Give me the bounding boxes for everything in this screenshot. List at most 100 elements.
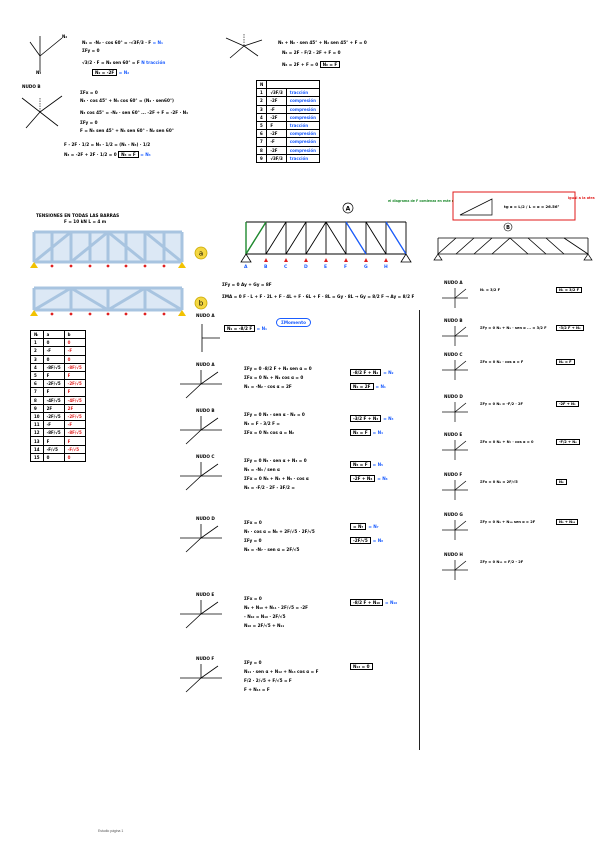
mid-node-line: F/2 · 2/√5 + F/√5 = F (244, 678, 292, 683)
node-b-label: NUDO B (22, 84, 41, 89)
label-A: A (346, 206, 351, 213)
mid-node-result: = N₇= N₇ (350, 523, 379, 530)
b2: N₃ · cos 45° + N₄ cos 60° = (N₂ · sen60°… (80, 98, 174, 103)
table-left-cell: 2F (42, 403, 65, 413)
mid-node-diagram-member (185, 429, 202, 445)
right-node-eq: ΣFy = 0 N₅ = -F/2 · 2F (480, 402, 523, 407)
table-left-cell: -2F/√5 (63, 379, 86, 389)
right-node-eq: ΣFy = 0 N₉ + N₁₀ sen α = 2F (480, 520, 535, 525)
table-top-cell: tracción (285, 120, 320, 131)
node-label-2: C (284, 264, 288, 270)
mid-node-line-text: ΣFy = 0 (244, 538, 262, 543)
table-left-cell: -4F/√5 (63, 395, 86, 405)
mid-node-line-text: ΣFy = 0 N₅ · sen α + N₃ = 0 (244, 458, 307, 463)
right-node-label: NUDO G (444, 512, 463, 517)
angle-formula: tg α = L/2 / L = α = 26.56° (504, 204, 559, 209)
r1: N₅ + N₆ · sen 45° + N₂ sen 45° + F = 0 (278, 40, 367, 45)
node-label-6: G (364, 264, 368, 270)
mid-node-line-text: ΣFx = 0 (244, 596, 262, 601)
mid-node-result-tag: = N₄ (372, 430, 383, 435)
mid-node-line: ΣFy = 0 (244, 538, 262, 543)
mid-node-result: N₅ = F= N₅ (350, 461, 383, 468)
circled-note: ΣMomento (276, 318, 311, 328)
label-B: B (506, 225, 510, 231)
mid-node-line: N₁ = -N₂ · cos α = 2F (244, 384, 292, 389)
mid-node-diagram-member (185, 613, 202, 629)
right-node-result-box: N₄ = F (556, 359, 575, 365)
reaction-1: ΣFy = 0 Ay + Gy = 8F (222, 282, 272, 287)
mid-node-diagram-member (200, 601, 219, 615)
mid-node-result: N₁ = 2F= N₁ (350, 383, 386, 390)
mid-node-line: N₅ = -N₃ / sen α (244, 467, 280, 472)
table-left-cell: 0 (42, 452, 65, 463)
mid-node-line: N₆ = -F/2 · 2F - 3F/2 = (244, 485, 295, 490)
right-node-diagram-member (454, 326, 467, 337)
right-node-diagram-member (454, 480, 467, 491)
right-node-diagram (442, 288, 468, 308)
mid-node-result-tag: = N₇ (368, 524, 379, 529)
mid-node-result-box: = N₇ (350, 523, 367, 530)
mid-node-line: ΣFx = 0 (244, 520, 262, 525)
mid-node-line-text: ΣFx = 0 N₁ + N₂ cos α = 0 (244, 375, 304, 380)
table-top-cell: -F (266, 137, 287, 147)
mid-node-line: N₁₀ = 2F/√5 + N₁₁ (244, 623, 284, 628)
table-left-header-cell: b (63, 329, 86, 340)
table-left-cell: 1 (30, 338, 44, 348)
table-top-cell: compresión (285, 104, 320, 114)
table-left-cell: F (42, 370, 65, 381)
node-label-4: E (324, 264, 327, 270)
mid-node-diagram (180, 664, 222, 693)
table-left-cell: F (63, 387, 86, 397)
table-top-cell: 6 (255, 129, 268, 139)
mid-node-diagram (180, 600, 222, 629)
table-left-cell: -2F/√5 (42, 379, 65, 389)
right-node-eq-text: ΣFx = 0 N₄ · cos α = F (480, 360, 524, 364)
mid-node-diagram (180, 370, 222, 399)
table-left-cell: 9 (30, 403, 44, 413)
mid-node-label: NUDO C (196, 454, 215, 459)
right-node-diagram (442, 560, 468, 580)
mid-node-result-tag: = N₆ (377, 476, 388, 481)
mid-node-label: NUDO F (196, 656, 215, 661)
mid-node-result: N₁₃ = 0 (350, 663, 373, 670)
node-b-free-body-diagram-top: N₂ N₃ (29, 34, 67, 75)
mid-node-line: ΣFx = 0 N₄ cos α = N₂ (244, 430, 294, 435)
right-node-result: N₈ (556, 479, 567, 485)
table-left-cell: F (63, 370, 86, 381)
mid-node-line-text: N₁₁ · sen α + N₁₂ + N₁₃ cos α = F (244, 669, 319, 674)
table-top-cell: -2F (266, 129, 287, 139)
table-left-cell: 8 (30, 395, 44, 405)
table-left-row: 12-8F/√5-8F/√5 (30, 428, 86, 438)
table-left-cell: -F/√5 (63, 444, 86, 454)
table-left-header-cell: Nᵢ (30, 329, 44, 340)
right-node-eq: ΣFy = 0 N₁₁ = F/2 - 2F (480, 560, 523, 565)
right-node-eq-text: ΣFx = 0 N₆ + N₇ · cos α = 0 (480, 440, 534, 444)
b3: N₃ cos 45° = -N₂ · sen 60° ... -2F + F =… (80, 110, 188, 115)
label-a: a (199, 250, 203, 258)
column-divider (419, 310, 420, 750)
table-left-row: 14-F/√5-F/√5 (30, 444, 86, 454)
mid-node-result: -3/2 F + N₃= N₃ (350, 415, 394, 422)
mid-node-line: ΣFx = 0 N₁ + N₂ cos α = 0 (244, 375, 303, 380)
truss-b-diagram (30, 286, 186, 316)
table-left-cell: 14 (30, 444, 44, 454)
mid-node-result-box: N₅ = F (350, 461, 371, 468)
mid-node-line-text: F/2 · 2/√5 + F/√5 = F (244, 678, 292, 683)
mid-node-line-text: N₁ = -N₂ · cos α = 2F (244, 384, 292, 389)
right-node-eq-text: ΣFy = 0 N₅ = -F/2 · 2F (480, 402, 523, 406)
table-left-cell: 13 (30, 436, 44, 446)
mid-node-diagram (180, 462, 222, 491)
table-left-row: 6-2F/√5-2F/√5 (30, 379, 86, 389)
table-left-cell: 7 (30, 387, 44, 397)
r2: N₆ = 2F - F/2 - 2F + F = 0 (282, 50, 341, 55)
right-node-result: N₄ = F (556, 359, 575, 365)
node-label-1: B (264, 264, 268, 270)
eq4: N₂ = -2F = N₂ (92, 69, 129, 76)
